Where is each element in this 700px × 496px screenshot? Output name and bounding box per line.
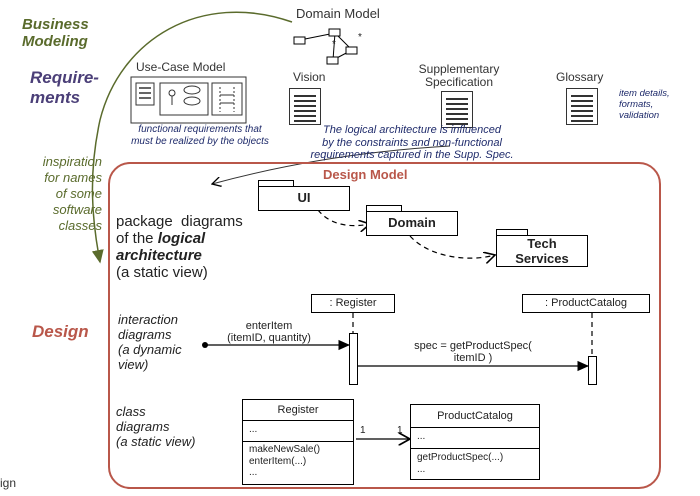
design-model-title: Design Model bbox=[323, 167, 408, 182]
productcatalog-class-name: ProductCatalog bbox=[411, 405, 539, 428]
ui-domain-dependency bbox=[317, 209, 370, 226]
glossary-title: Glossary bbox=[556, 70, 604, 84]
supplementary-document-icon bbox=[441, 91, 473, 128]
package-diagram-label: package diagrams of the logical architec… bbox=[116, 213, 243, 281]
ui-package: UI bbox=[258, 186, 350, 211]
use-case-model-title: Use-Case Model bbox=[136, 60, 226, 74]
register-class-name: Register bbox=[243, 400, 353, 421]
supplementary-spec-title: Supplementary Specification bbox=[418, 62, 500, 89]
class-diagram-label: class diagrams (a static view) bbox=[116, 404, 196, 449]
association-multiplicity-right: 1 bbox=[397, 425, 403, 436]
domain-tech-dependency bbox=[409, 235, 495, 258]
catalog-activation-bar bbox=[588, 356, 597, 385]
tech-services-package: Tech Services bbox=[496, 235, 588, 267]
ui-package-tab bbox=[258, 180, 294, 187]
register-activation-bar bbox=[349, 333, 358, 385]
inspiration-arrow bbox=[91, 11, 293, 264]
inspiration-label: inspiration for names of some software c… bbox=[42, 154, 102, 233]
register-lifeline-label: : Register bbox=[329, 297, 377, 309]
tech-services-package-tab bbox=[496, 229, 528, 236]
cut-off-label: ign bbox=[0, 476, 17, 490]
register-class-attributes: ... bbox=[243, 421, 353, 442]
business-modeling-label: Business Modeling bbox=[22, 16, 89, 50]
register-class-operations: makeNewSale() enterItem(...) ... bbox=[249, 444, 321, 478]
ui-package-label: UI bbox=[297, 190, 311, 205]
register-class: Register ... makeNewSale() enterItem(...… bbox=[242, 399, 354, 485]
multiplicity-star: * bbox=[332, 39, 336, 50]
vision-title: Vision bbox=[293, 70, 326, 84]
domain-model-title: Domain Model bbox=[296, 6, 380, 21]
requirements-label: Require- ments bbox=[30, 68, 99, 107]
tech-services-package-label: Tech Services bbox=[515, 236, 569, 266]
domain-package-tab bbox=[366, 205, 402, 212]
interaction-diagram-label: interaction diagrams (a dynamic view) bbox=[118, 312, 182, 372]
package-label-tail: (a static view) bbox=[116, 264, 208, 281]
multiplicity-star: * bbox=[358, 32, 362, 43]
productcatalog-class-operations: getProductSpec(...) ... bbox=[417, 452, 504, 475]
glossary-document-icon bbox=[566, 88, 598, 125]
catalog-lifeline-label: : ProductCatalog bbox=[545, 297, 627, 309]
vision-document-icon bbox=[289, 88, 321, 125]
productcatalog-class: ProductCatalog ... getProductSpec(...) .… bbox=[410, 404, 540, 480]
domain-model-icon bbox=[293, 28, 358, 65]
package-label-text: package diagrams of the bbox=[116, 213, 243, 247]
use-case-note: functional requirements that must be rea… bbox=[131, 124, 269, 147]
design-model-frame bbox=[108, 162, 661, 489]
association-multiplicity-left: 1 bbox=[360, 425, 366, 436]
domain-package-label: Domain bbox=[388, 215, 436, 230]
catalog-lifeline-head: : ProductCatalog bbox=[522, 294, 650, 313]
supp-spec-arrow bbox=[212, 145, 451, 184]
enteritem-message-label: enterItem (itemID, quantity) bbox=[227, 320, 311, 344]
getproductspec-message-label: spec = getProductSpec( itemID ) bbox=[414, 340, 532, 364]
register-lifeline-head: : Register bbox=[311, 294, 395, 313]
use-case-model-icon bbox=[130, 76, 247, 124]
supp-spec-note: The logical architecture is influenced b… bbox=[310, 124, 514, 161]
domain-package: Domain bbox=[366, 211, 458, 236]
glossary-note: item details, formats, validation bbox=[619, 88, 670, 121]
design-label: Design bbox=[32, 322, 89, 341]
package-label-emphasis: logical architecture bbox=[116, 230, 206, 264]
productcatalog-class-attributes: ... bbox=[411, 428, 539, 449]
